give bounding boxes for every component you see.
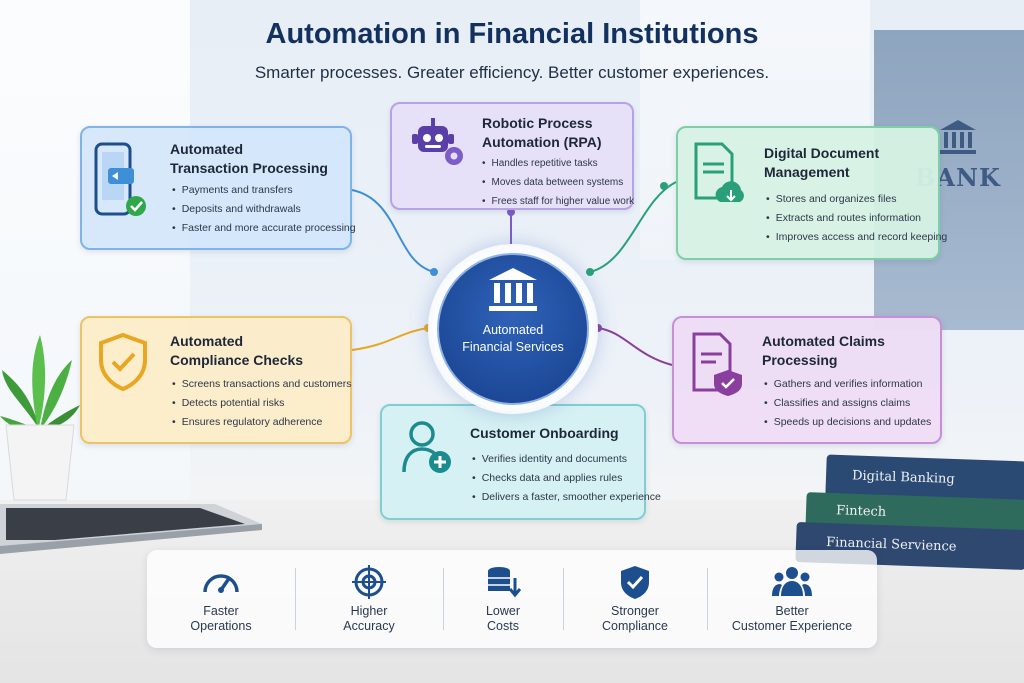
connector-claims bbox=[597, 327, 673, 366]
divider bbox=[295, 568, 296, 630]
list-item: Ensures regulatory adherence bbox=[172, 413, 352, 432]
list-item: Speeds up decisions and updates bbox=[764, 413, 932, 432]
hub-label-line: Financial Services bbox=[462, 340, 564, 354]
connector-compliance bbox=[351, 327, 429, 351]
list-item: Handles repetitive tasks bbox=[482, 154, 634, 173]
card-list: Handles repetitive tasks Moves data betw… bbox=[482, 154, 635, 211]
speedometer-icon bbox=[203, 574, 239, 593]
list-item: Gathers and verifies information bbox=[764, 375, 931, 394]
list-item: Delivers a faster, smoother experience bbox=[472, 488, 661, 507]
document-cloud-icon bbox=[694, 142, 744, 202]
bank-building-icon bbox=[489, 268, 537, 311]
page-title: Automation in Financial Institutions bbox=[265, 18, 759, 50]
card-list: Payments and transfers Deposits and with… bbox=[172, 181, 356, 238]
potted-plant bbox=[0, 335, 80, 501]
list-item: Deposits and withdrawals bbox=[172, 200, 356, 219]
bank-building-icon bbox=[940, 120, 976, 154]
card-list: Verifies identity and documents Checks d… bbox=[472, 450, 661, 507]
list-item: Checks data and applies rules bbox=[472, 469, 661, 488]
list-item: Moves data between systems bbox=[482, 173, 634, 192]
page-subtitle: Smarter processes. Greater efficiency. B… bbox=[254, 63, 770, 82]
card-list: Gathers and verifies information Classif… bbox=[764, 375, 932, 432]
hub-label-line: Automated bbox=[482, 323, 544, 337]
robot-gear-icon bbox=[412, 118, 463, 165]
user-add-icon bbox=[402, 421, 451, 473]
hub-label: Automated Financial Services bbox=[439, 322, 587, 356]
shield-check-icon bbox=[621, 566, 649, 599]
connector-document bbox=[589, 181, 677, 273]
list-item: Detects potential risks bbox=[172, 394, 352, 413]
people-icon bbox=[772, 567, 812, 596]
mobile-payment-icon bbox=[94, 142, 146, 216]
list-item: Frees staff for higher value work bbox=[482, 192, 635, 211]
divider bbox=[707, 568, 708, 630]
card-list: Screens transactions and customers Detec… bbox=[172, 375, 352, 432]
list-item: Verifies identity and documents bbox=[472, 450, 661, 469]
list-item: Screens transactions and customers bbox=[172, 375, 352, 394]
hub-automated-financial-services: Automated Financial Services bbox=[437, 253, 589, 405]
list-item: Payments and transfers bbox=[172, 181, 356, 200]
list-item: Extracts and routes information bbox=[766, 209, 947, 228]
divider bbox=[563, 568, 564, 630]
list-item: Faster and more accurate processing bbox=[172, 219, 356, 238]
connector-dot bbox=[586, 268, 594, 276]
laptop bbox=[0, 504, 262, 554]
card-customer-onboarding: Customer Onboarding Verifies identity an… bbox=[380, 404, 661, 520]
connector-transaction bbox=[351, 189, 435, 273]
target-icon bbox=[352, 565, 386, 599]
shield-check-icon bbox=[99, 332, 147, 392]
divider bbox=[443, 568, 444, 630]
connector-dot bbox=[660, 182, 668, 190]
card-title: Customer Onboarding bbox=[470, 425, 619, 441]
list-item: Stores and organizes files bbox=[766, 190, 947, 209]
card-list: Stores and organizes files Extracts and … bbox=[766, 190, 948, 247]
connector-dot bbox=[430, 268, 438, 276]
coins-down-icon bbox=[488, 567, 521, 598]
document-shield-icon bbox=[692, 332, 742, 396]
list-item: Classifies and assigns claims bbox=[764, 394, 931, 413]
list-item: Improves access and record keeping bbox=[766, 228, 948, 247]
